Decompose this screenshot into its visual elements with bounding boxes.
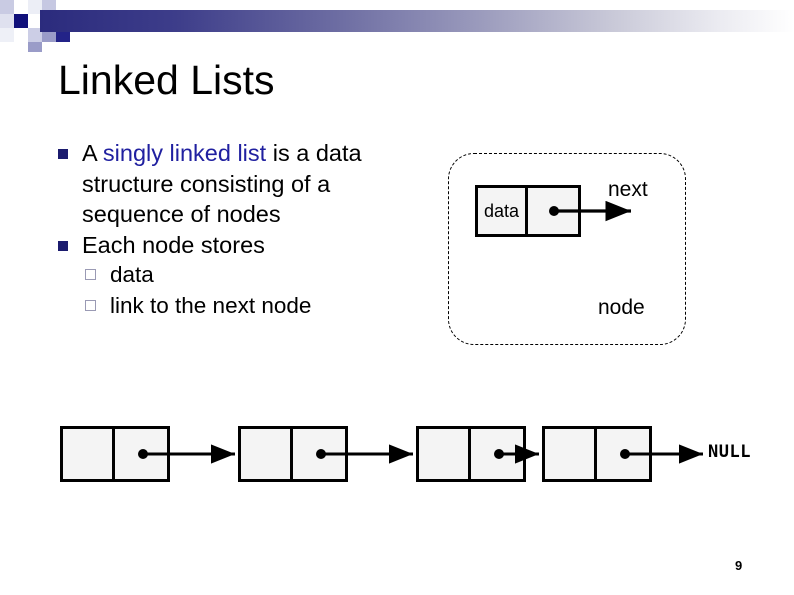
chain-node bbox=[416, 426, 526, 482]
chain-cell-data bbox=[545, 429, 597, 479]
node-box: data bbox=[475, 185, 581, 237]
sub-bullet-item-1-text: data bbox=[110, 262, 154, 287]
chain-cell-data bbox=[241, 429, 293, 479]
decor-square bbox=[14, 0, 28, 14]
hollow-square-bullet-icon bbox=[85, 269, 96, 280]
header-decoration bbox=[0, 0, 794, 52]
chain-cell-next bbox=[293, 429, 345, 479]
page-number: 9 bbox=[735, 558, 743, 573]
linked-list-chain-diagram: NULL bbox=[60, 420, 790, 500]
node-node-label: node bbox=[598, 296, 645, 319]
sub-bullet-item-1: data bbox=[52, 260, 422, 291]
node-next-label: next bbox=[608, 178, 648, 201]
chain-cell-data bbox=[419, 429, 471, 479]
bullet-item-1-text: A singly linked list is a data structure… bbox=[82, 140, 362, 227]
page-title: Linked Lists bbox=[58, 57, 275, 103]
chain-cell-next bbox=[471, 429, 523, 479]
decor-square bbox=[0, 0, 14, 14]
bullet-item-1: A singly linked list is a data structure… bbox=[52, 138, 422, 230]
bullet-1-seg-plain-a: A bbox=[82, 140, 103, 166]
node-detail-diagram: data next node bbox=[448, 153, 686, 345]
chain-cell-data bbox=[63, 429, 115, 479]
bullet-item-2-text: Each node stores bbox=[82, 231, 265, 258]
chain-node bbox=[542, 426, 652, 482]
decor-square bbox=[0, 14, 14, 28]
bullet-1-seg-highlight: singly linked list bbox=[102, 140, 267, 166]
decor-square bbox=[14, 28, 28, 42]
decor-square bbox=[28, 0, 42, 14]
bullet-1-seg-plain-b: is a data structure consisting of a sequ… bbox=[82, 140, 362, 227]
node-cell-next bbox=[528, 188, 578, 234]
node-boundary-dashed-rect bbox=[448, 153, 686, 345]
chain-cell-next bbox=[115, 429, 167, 479]
header-gradient-band bbox=[40, 10, 794, 32]
sub-bullet-item-2-text: link to the next node bbox=[110, 292, 312, 318]
null-terminator-label: NULL bbox=[708, 442, 751, 462]
chain-node bbox=[238, 426, 348, 482]
chain-node bbox=[60, 426, 170, 482]
decor-square bbox=[28, 28, 42, 42]
hollow-square-bullet-icon bbox=[85, 299, 96, 311]
decor-square bbox=[28, 42, 42, 52]
bullet-list: A singly linked list is a data structure… bbox=[52, 138, 422, 321]
filled-square-bullet-icon bbox=[58, 240, 68, 251]
node-cell-data: data bbox=[478, 188, 528, 234]
sub-bullet-item-2: link to the next node bbox=[52, 291, 422, 322]
decor-square bbox=[0, 28, 14, 42]
decor-square-navy bbox=[14, 14, 28, 28]
decor-square bbox=[28, 14, 42, 28]
bullet-item-2: Each node stores bbox=[52, 230, 422, 261]
filled-square-bullet-icon bbox=[58, 149, 68, 159]
chain-cell-next bbox=[597, 429, 649, 479]
